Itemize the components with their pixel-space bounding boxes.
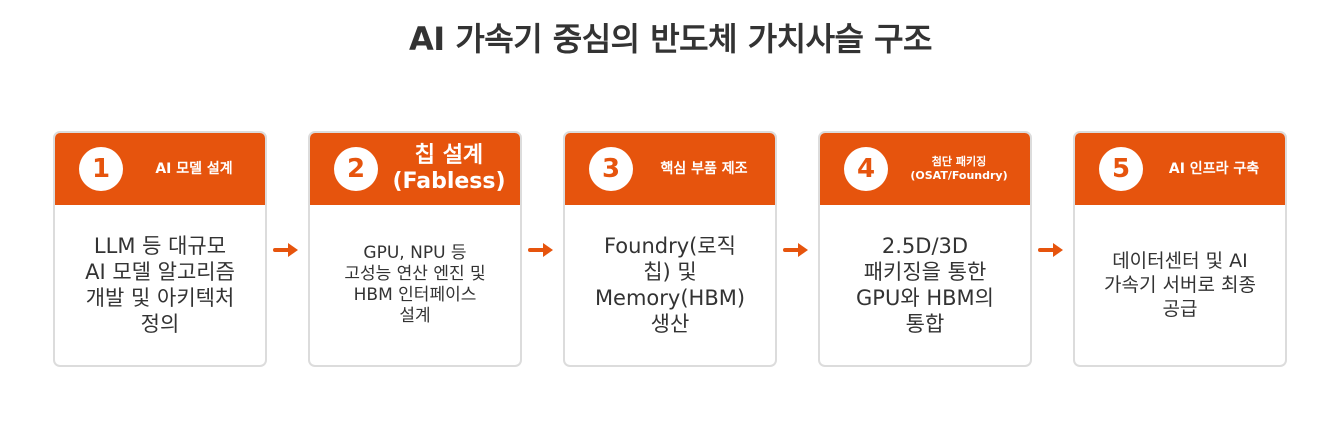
- step-number-3: 3: [589, 147, 633, 191]
- step-card-3: 3 핵심 부품 제조 Foundry(로직 칩) 및 Memory(HBM) 생…: [563, 131, 777, 367]
- step-label-3: 핵심 부품 제조: [660, 161, 748, 177]
- arrow-right-icon: [528, 243, 553, 257]
- step-header-2: 2 칩 설계 (Fabless): [310, 133, 520, 205]
- step-header-3: 3 핵심 부품 제조: [565, 133, 775, 205]
- step-label-1: AI 모델 설계: [155, 161, 233, 177]
- step-header-1: 1 AI 모델 설계: [55, 133, 265, 205]
- step-body-3: Foundry(로직 칩) 및 Memory(HBM) 생산: [594, 234, 746, 336]
- arrow-right-icon: [783, 243, 808, 257]
- step-number-1: 1: [79, 147, 123, 191]
- step-number-4: 4: [844, 147, 888, 191]
- step-card-5: 5 AI 인프라 구축 데이터센터 및 AI 가속기 서버로 최종 공급: [1073, 131, 1287, 367]
- step-label-4: 첨단 패키징 (OSAT/Foundry): [910, 155, 1008, 182]
- arrow-right-icon: [273, 243, 298, 257]
- step-label-2: 칩 설계 (Fabless): [392, 143, 506, 194]
- step-card-1: 1 AI 모델 설계 LLM 등 대규모 AI 모델 알고리즘 개발 및 아키텍…: [53, 131, 267, 367]
- step-body-1: LLM 등 대규모 AI 모델 알고리즘 개발 및 아키텍처 정의: [85, 234, 235, 336]
- step-label-5: AI 인프라 구축: [1168, 161, 1260, 177]
- step-number-2: 2: [334, 147, 378, 191]
- step-number-5: 5: [1099, 147, 1143, 191]
- step-body-5: 데이터센터 및 AI 가속기 서버로 최종 공급: [1104, 250, 1256, 320]
- step-card-4: 4 첨단 패키징 (OSAT/Foundry) 2.5D/3D 패키징을 통한 …: [818, 131, 1032, 367]
- step-header-4: 4 첨단 패키징 (OSAT/Foundry): [820, 133, 1030, 205]
- step-body-2: GPU, NPU 등 고성능 연산 엔진 및 HBM 인터페이스 설계: [344, 243, 486, 326]
- step-card-2: 2 칩 설계 (Fabless) GPU, NPU 등 고성능 연산 엔진 및 …: [308, 131, 522, 367]
- step-body-4: 2.5D/3D 패키징을 통한 GPU와 HBM의 통합: [856, 234, 994, 336]
- page-title: AI 가속기 중심의 반도체 가치사슬 구조: [409, 20, 932, 58]
- arrow-right-icon: [1038, 243, 1063, 257]
- step-header-5: 5 AI 인프라 구축: [1075, 133, 1285, 205]
